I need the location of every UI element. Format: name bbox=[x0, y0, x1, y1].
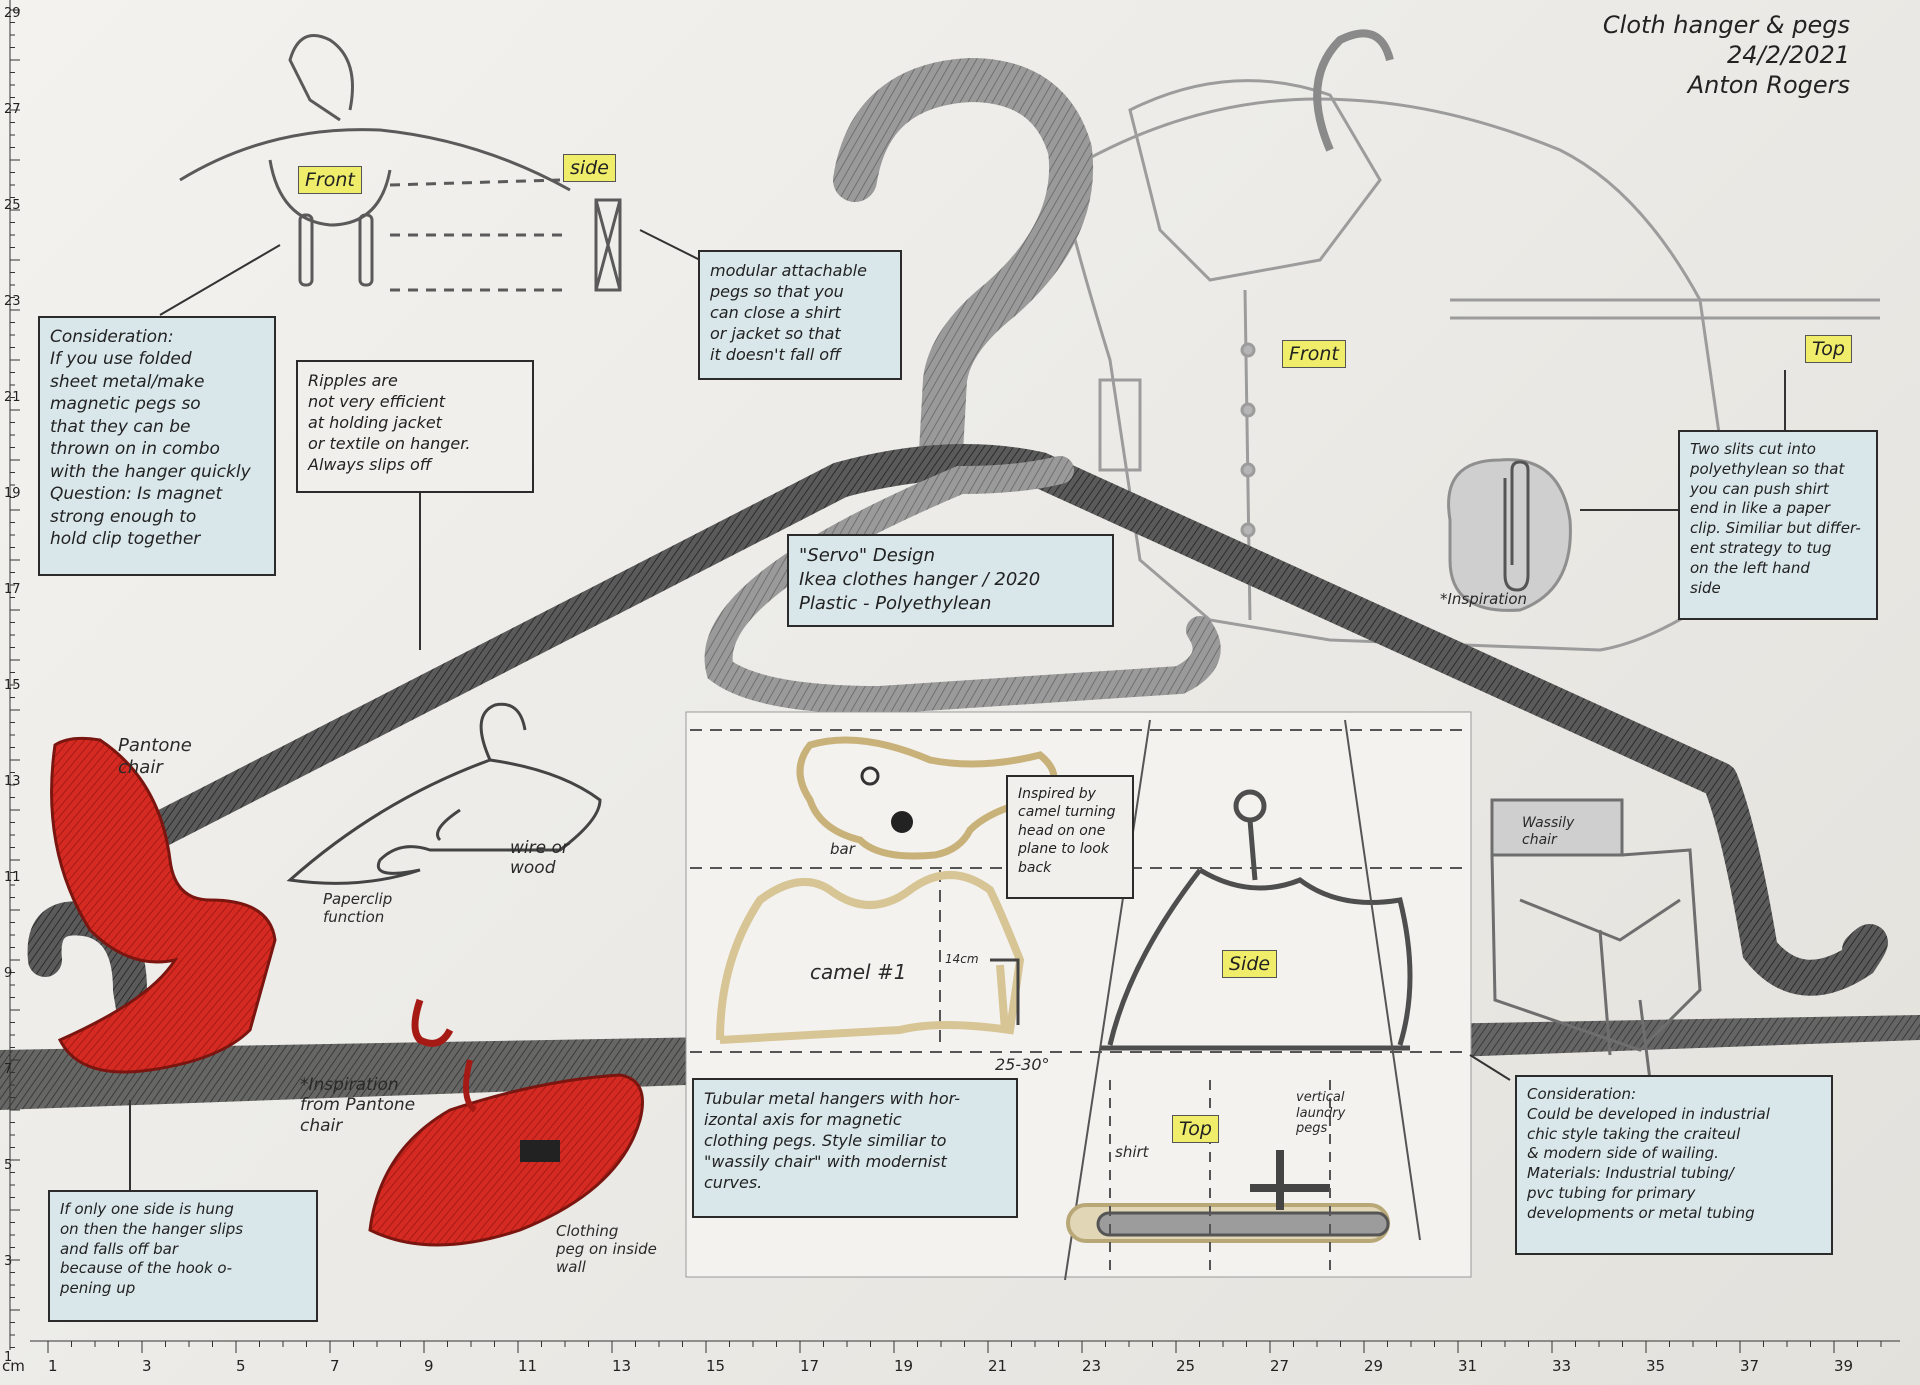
sheet-title: Cloth hanger & pegs bbox=[1603, 10, 1850, 40]
ruler-left-label: 5 bbox=[4, 1158, 12, 1173]
tag-top-center: Top bbox=[1172, 1115, 1219, 1143]
camel-eye-bar bbox=[891, 811, 913, 833]
note-ripples: Ripples are not very efficient at holdin… bbox=[296, 360, 534, 493]
tag-side-center: Side bbox=[1222, 950, 1277, 978]
ruler-bottom-label: 7 bbox=[330, 1357, 340, 1375]
note-one-side-hung: If only one side is hung on then the han… bbox=[48, 1190, 318, 1322]
front-hanger-sketch bbox=[180, 36, 620, 291]
ruler-left-label: 25 bbox=[4, 198, 21, 213]
ruler-bottom-label: 11 bbox=[518, 1357, 537, 1375]
ruler-left-label: 13 bbox=[4, 774, 21, 789]
label-inspiration-pantone: *Inspiration from Pantone chair bbox=[300, 1075, 415, 1136]
ruler-bottom-label: 39 bbox=[1834, 1357, 1853, 1375]
ruler-left-label: 15 bbox=[4, 678, 21, 693]
note-tubular-hangers: Tubular metal hangers with hor- izontal … bbox=[692, 1078, 1018, 1218]
label-bar: bar bbox=[830, 840, 855, 858]
ruler-left-label: 29 bbox=[4, 6, 21, 21]
tag-front-shirt: Front bbox=[1282, 340, 1346, 368]
note-consideration-industrial: Consideration: Could be developed in ind… bbox=[1515, 1075, 1833, 1255]
note-camel-inspiration: Inspired by camel turning head on one pl… bbox=[1006, 775, 1134, 899]
ruler-bottom-label: 25 bbox=[1176, 1357, 1195, 1375]
ruler-bottom-label: 21 bbox=[988, 1357, 1007, 1375]
ruler-left-label: 9 bbox=[4, 966, 12, 981]
ruler-bottom-label: 37 bbox=[1740, 1357, 1759, 1375]
label-shirt: shirt bbox=[1115, 1143, 1149, 1161]
ruler-bottom-label: 23 bbox=[1082, 1357, 1101, 1375]
ruler-bottom-label: 3 bbox=[142, 1357, 152, 1375]
note-modular-pegs: modular attachable pegs so that you can … bbox=[698, 250, 902, 380]
ruler-bottom-label: 5 bbox=[236, 1357, 246, 1375]
label-14cm: 14cm bbox=[945, 952, 979, 966]
ruler-bottom-label: 9 bbox=[424, 1357, 434, 1375]
label-angle: 25-30° bbox=[995, 1055, 1050, 1074]
ruler-left-label: 7 bbox=[4, 1062, 12, 1077]
ruler-bottom: cm 1357911131517192123252729313335373941 bbox=[0, 1335, 1920, 1385]
paperclip-inspiration-drawing bbox=[1449, 460, 1571, 611]
label-pantone-chair: Pantone chair bbox=[118, 735, 192, 778]
note-servo-design: "Servo" Design Ikea clothes hanger / 202… bbox=[787, 534, 1114, 627]
ruler-left-label: 19 bbox=[4, 486, 21, 501]
note-consideration-magnetic: Consideration: If you use folded sheet m… bbox=[38, 316, 276, 576]
ruler-bottom-label: 15 bbox=[706, 1357, 725, 1375]
sheet-date: 24/2/2021 bbox=[1603, 40, 1850, 70]
tag-front-top-left: Front bbox=[298, 166, 362, 194]
sheet-title-block: Cloth hanger & pegs 24/2/2021 Anton Roge… bbox=[1603, 10, 1850, 100]
ruler-bottom-label: 19 bbox=[894, 1357, 913, 1375]
ruler-left-label: 21 bbox=[4, 390, 21, 405]
ruler-left-label: 3 bbox=[4, 1254, 12, 1269]
ruler-bottom-label: 33 bbox=[1552, 1357, 1571, 1375]
ruler-bottom-label: 31 bbox=[1458, 1357, 1477, 1375]
ruler-unit: cm bbox=[2, 1357, 25, 1375]
label-inspiration: *Inspiration bbox=[1440, 590, 1527, 608]
sheet-author: Anton Rogers bbox=[1603, 70, 1850, 100]
ruler-bottom-label: 13 bbox=[612, 1357, 631, 1375]
label-paperclip-function: Paperclip function bbox=[323, 890, 392, 926]
label-vertical-pegs: vertical laundry pegs bbox=[1296, 1090, 1345, 1137]
ruler-left-label: 23 bbox=[4, 294, 21, 309]
ruler-bottom-label: 29 bbox=[1364, 1357, 1383, 1375]
label-wire-or-wood: wire or wood bbox=[510, 838, 569, 879]
tag-side-top-left: side bbox=[563, 154, 616, 182]
ruler-left-label: 17 bbox=[4, 582, 21, 597]
note-two-slits: Two slits cut into polyethylean so that … bbox=[1678, 430, 1878, 620]
ruler-left-label: 27 bbox=[4, 102, 21, 117]
ruler-bottom-label: 27 bbox=[1270, 1357, 1289, 1375]
ruler-bottom-label: 1 bbox=[48, 1357, 58, 1375]
label-clothing-peg: Clothing peg on inside wall bbox=[556, 1222, 657, 1276]
ruler-bottom-label: 35 bbox=[1646, 1357, 1665, 1375]
label-wassily-chair: Wassily chair bbox=[1522, 815, 1574, 849]
ruler-left-label: 11 bbox=[4, 870, 21, 885]
ruler-bottom-label: 17 bbox=[800, 1357, 819, 1375]
tag-top-shirt: Top bbox=[1805, 335, 1852, 363]
label-camel-1: camel #1 bbox=[810, 960, 906, 984]
